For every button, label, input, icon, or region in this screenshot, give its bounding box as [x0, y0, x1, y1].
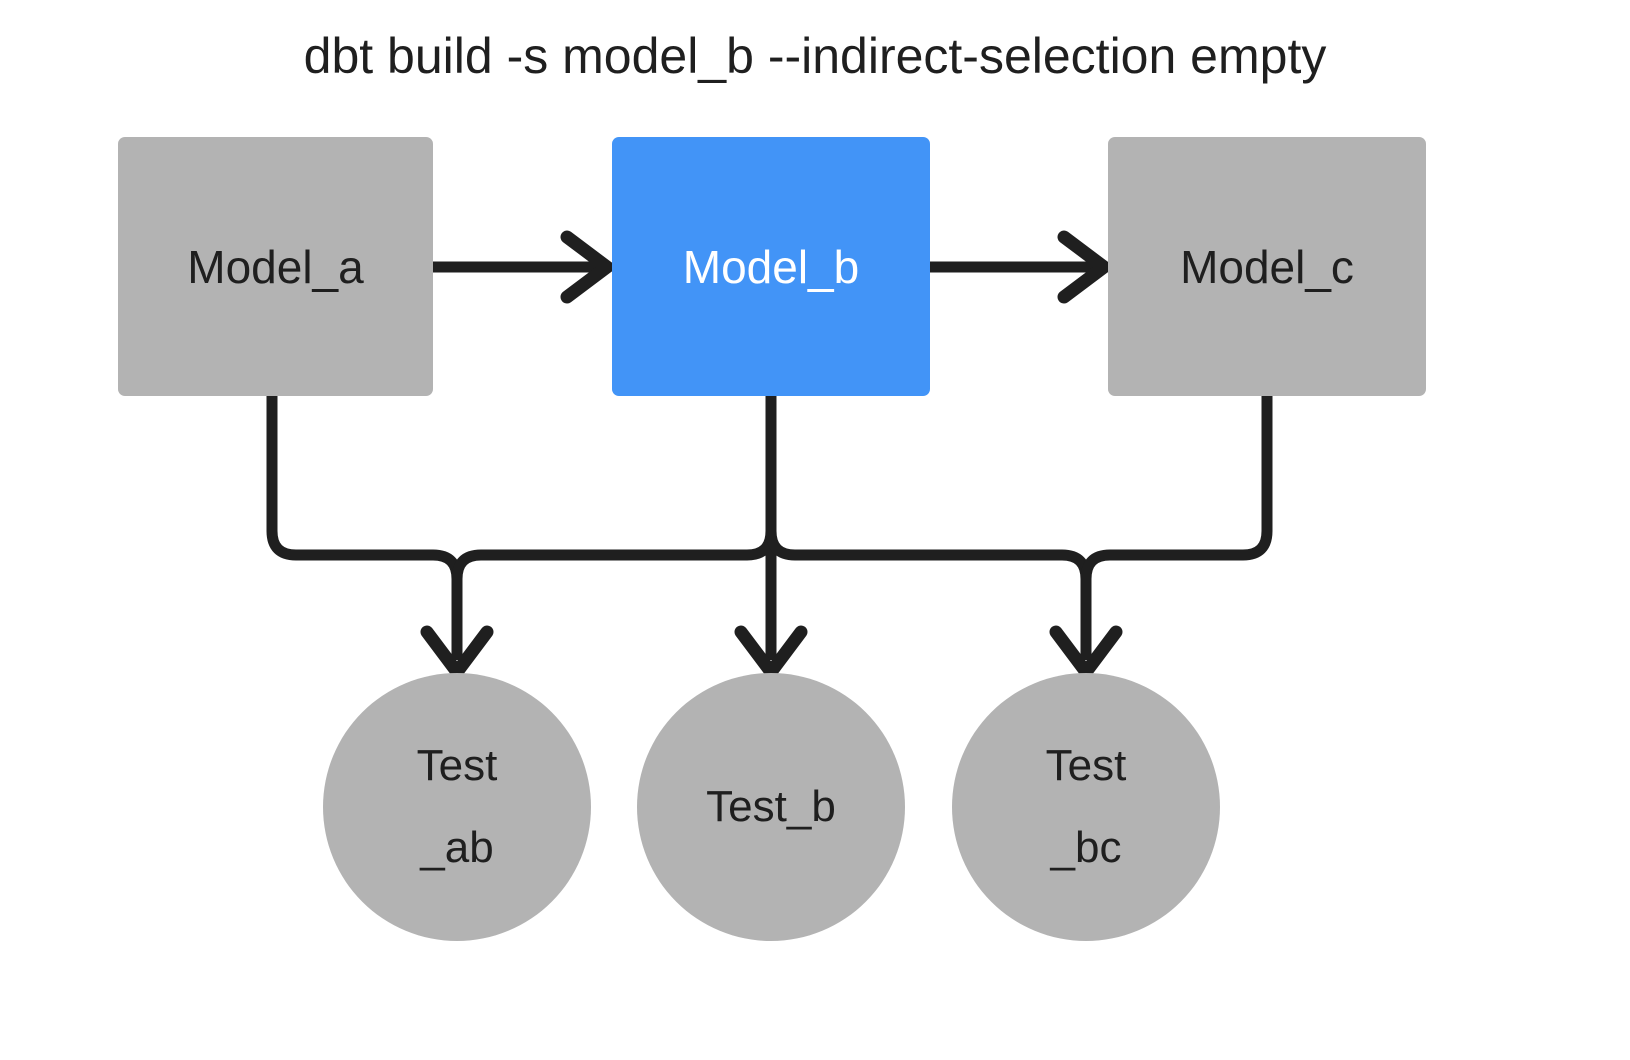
model-node-label: Model_a [187, 240, 364, 293]
test-node-label-line-2: _ab [420, 823, 494, 872]
edge-model-b-to-test-b [734, 396, 808, 683]
edge-model-c-to-test-bc [1080, 396, 1273, 580]
edge-model-b-to-test-bc [765, 396, 1123, 683]
model-node-model-b[interactable]: Model_b [612, 137, 930, 396]
edge-model-a-to-model-b [433, 230, 618, 304]
test-node-label-line-1: Test_b [706, 782, 836, 831]
test-node-test-b[interactable]: Test_b [637, 673, 905, 941]
model-node-model-a[interactable]: Model_a [118, 137, 433, 396]
test-node-test-ab[interactable]: Test _ab [323, 673, 591, 941]
edge-model-b-to-test-ab [451, 396, 777, 580]
model-node-label: Model_b [682, 240, 860, 293]
edge-model-a-to-test-ab [266, 396, 494, 683]
diagram-title: dbt build -s model_b --indirect-selectio… [303, 28, 1327, 84]
test-node-label-line-2: _bc [1050, 823, 1122, 872]
test-node-label-line-1: Test [1045, 741, 1127, 790]
model-node-label: Model_c [1180, 240, 1354, 293]
test-node-test-bc[interactable]: Test _bc [952, 673, 1220, 941]
model-node-model-c[interactable]: Model_c [1108, 137, 1426, 396]
edge-model-b-to-model-c [930, 230, 1115, 304]
test-node-label-line-1: Test [416, 741, 498, 790]
